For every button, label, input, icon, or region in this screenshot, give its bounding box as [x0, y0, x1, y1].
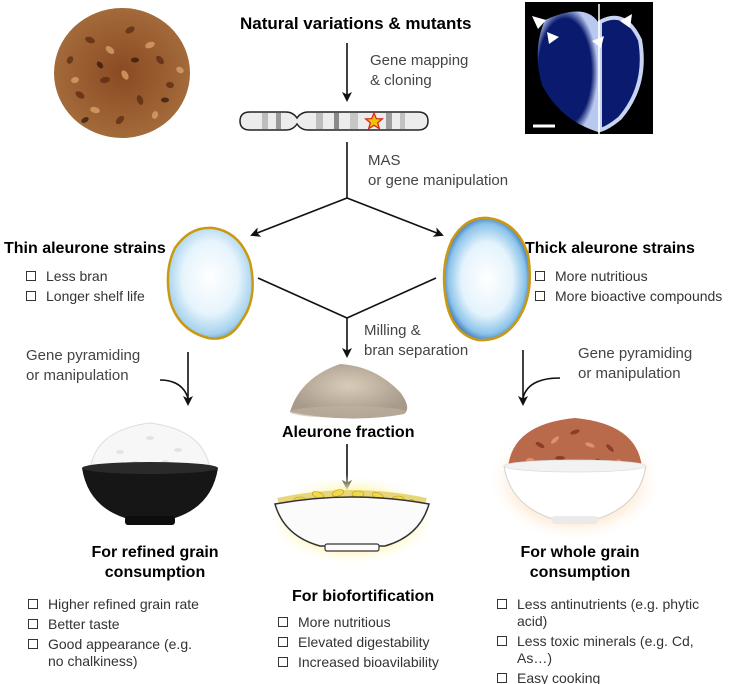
brown-rice-bowl-image [487, 418, 663, 542]
list-item-text-continued: no chalkiness) [48, 653, 138, 669]
white-rice-bowl-image [82, 422, 218, 525]
refined-grain-benefits-list: Higher refined grain rate Better taste G… [26, 596, 199, 673]
list-item: Increased bioavilability [276, 654, 439, 671]
thick-aleurone-traits-list: More nutritious More bioactive compounds [533, 268, 722, 308]
thick-aleurone-title: Thick aleurone strains [525, 240, 695, 257]
milling-label-line2: bran separation [364, 342, 469, 359]
list-item: More nutritious [533, 268, 722, 285]
milling-label-line1: Milling & [364, 322, 421, 339]
refined-grain-outcome-line1: For refined grain [91, 544, 219, 561]
biofortified-grain-bowl-image [267, 474, 437, 566]
natural-variations-title: Natural variations & mutants [240, 14, 472, 33]
thin-aleurone-grain-image [166, 226, 254, 340]
list-item: More bioactive compounds [533, 288, 722, 305]
left-pyramiding-arrow [159, 379, 189, 399]
milling-line-left [257, 277, 348, 319]
left-pyramiding-label-line2: or manipulation [26, 367, 129, 384]
list-item: Elevated digestability [276, 634, 439, 651]
right-pyramiding-arrow [522, 377, 561, 399]
list-item-text-continued: acid) [517, 613, 548, 629]
list-item: Higher refined grain rate [26, 596, 199, 613]
chromosome-graphic [239, 111, 429, 131]
biofortification-benefits-list: More nutritious Elevated digestability I… [276, 614, 439, 674]
list-item: Good appearance (e.g.no chalkiness) [26, 636, 199, 670]
list-item: More nutritious [276, 614, 439, 631]
branch-arrow-left [250, 197, 348, 237]
list-item-text-continued: As…) [517, 650, 552, 666]
aleurone-fraction-label: Aleurone fraction [282, 424, 415, 441]
milling-line-right [346, 277, 437, 319]
biofortification-outcome: For biofortification [292, 588, 435, 605]
gene-mapping-label-line2: & cloning [370, 72, 432, 89]
mas-label-line1: MAS [368, 152, 401, 169]
list-item: Less bran [24, 268, 145, 285]
list-item: Longer shelf life [24, 288, 145, 305]
whole-grain-outcome-line2: consumption [529, 564, 631, 581]
thick-aleurone-grain-image [442, 216, 532, 342]
whole-grain-outcome-line1: For whole grain [520, 544, 640, 561]
list-item-text: Good appearance (e.g. [48, 636, 192, 652]
list-item: Easy cooking [495, 670, 699, 684]
thin-aleurone-title: Thin aleurone strains [4, 240, 166, 257]
aleurone-micrograph-image [525, 2, 653, 134]
list-item: Less toxic minerals (e.g. Cd,As…) [495, 633, 699, 667]
list-item-text: Less toxic minerals (e.g. Cd, [517, 633, 694, 649]
right-pyramiding-label-line1: Gene pyramiding [578, 345, 693, 362]
right-pyramiding-label-line2: or manipulation [578, 365, 681, 382]
mas-label-line2: or gene manipulation [368, 172, 509, 189]
aleurone-flour-pile-image [290, 364, 408, 419]
list-item: Better taste [26, 616, 199, 633]
gene-mapping-label-line1: Gene mapping [370, 52, 469, 69]
thin-aleurone-traits-list: Less bran Longer shelf life [24, 268, 145, 308]
list-item-text: Less antinutrients (e.g. phytic [517, 596, 700, 612]
rice-seed-pile-image [54, 8, 190, 138]
left-pyramiding-label-line1: Gene pyramiding [26, 347, 141, 364]
gene-locus-star-icon [363, 111, 385, 131]
refined-grain-outcome-line2: consumption [104, 564, 206, 581]
branch-arrow-right [346, 197, 444, 237]
